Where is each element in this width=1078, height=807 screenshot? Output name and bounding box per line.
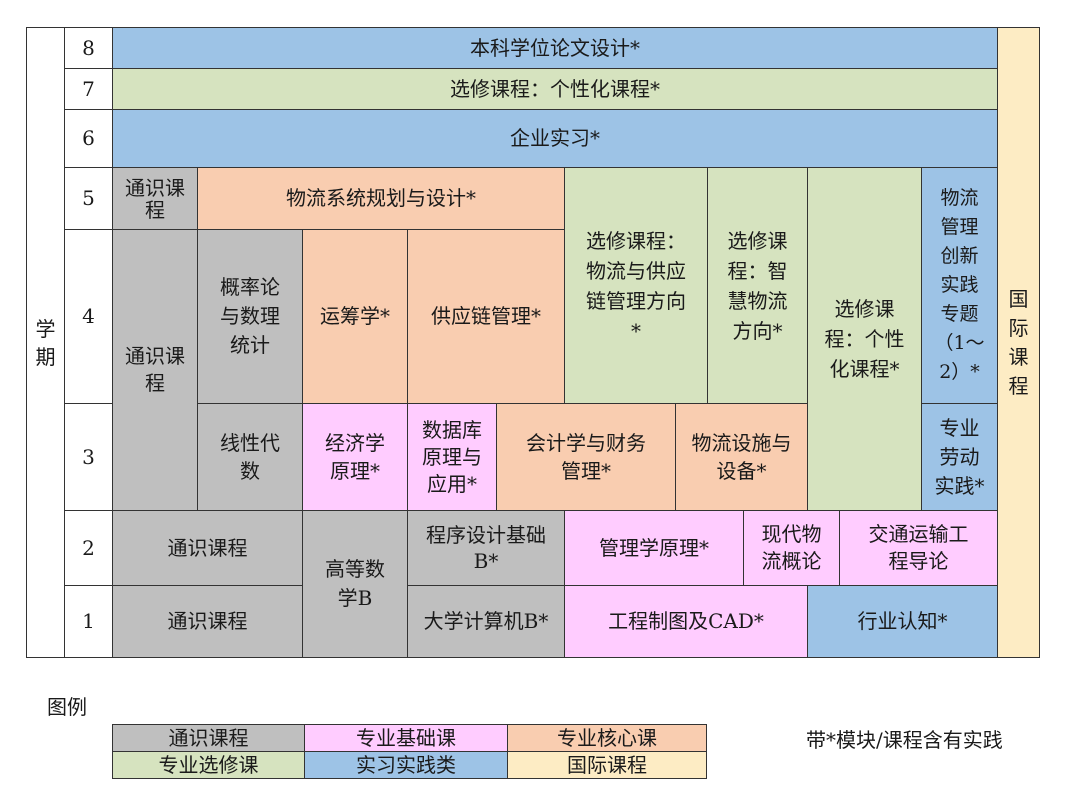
thesis-cell: 本科学位论文设计*: [112, 27, 998, 69]
economics-cell: 经济学 原理*: [302, 403, 408, 511]
semester-8: 8: [64, 27, 113, 69]
general-course-sem1: 通识课程: [112, 585, 303, 658]
linear-algebra-cell: 线性代 数: [197, 403, 303, 511]
cad-cell: 工程制图及CAD*: [564, 585, 808, 658]
semester-2: 2: [64, 510, 113, 586]
legend-general: 通识课程: [112, 724, 305, 752]
elective-supply-chain: 选修课程： 物流与供应 链管理方向 *: [564, 167, 708, 404]
semester-5: 5: [64, 167, 113, 230]
accounting-cell: 会计学与财务 管理*: [496, 403, 676, 511]
labor-practice-cell: 专业 劳动 实践*: [921, 403, 998, 511]
internship-cell: 企业实习*: [112, 109, 998, 168]
semester-1: 1: [64, 585, 113, 658]
transport-cell: 交通运输工 程导论: [839, 510, 998, 586]
semester-7: 7: [64, 68, 113, 110]
logistics-planning-cell: 物流系统规划与设计*: [197, 167, 565, 230]
general-course-sem5: 通识课 程: [112, 167, 198, 230]
semester-4: 4: [64, 229, 113, 404]
international-courses: 国 际 课 程: [997, 27, 1040, 658]
legend-practice: 实习实践类: [304, 751, 508, 779]
probability-cell: 概率论 与数理 统计: [197, 229, 303, 404]
computer-cell: 大学计算机B*: [407, 585, 565, 658]
semester-3: 3: [64, 403, 113, 511]
programming-cell: 程序设计基础 B*: [407, 510, 565, 586]
calculus-cell: 高等数 学B: [302, 510, 408, 658]
practice-note: 带*模块/课程含有实践: [806, 728, 1003, 752]
industry-cognition-cell: 行业认知*: [807, 585, 998, 658]
elective-personal-row: 选修课程：个性化课程*: [112, 68, 998, 110]
semester-6: 6: [64, 109, 113, 168]
supply-chain-cell: 供应链管理*: [407, 229, 565, 404]
innovation-practice: 物流 管理 创新 实践 专题 （1～ 2）*: [921, 167, 998, 404]
legend-title: 图例: [47, 695, 87, 719]
elective-smart-logistics: 选修课 程：智 慧物流 方向*: [707, 167, 808, 404]
operations-research-cell: 运筹学*: [302, 229, 408, 404]
semester-header: 学 期: [26, 27, 65, 658]
legend-basic: 专业基础课: [304, 724, 508, 752]
elective-personalized: 选修课 程：个性 化课程*: [807, 167, 922, 511]
facilities-cell: 物流设施与 设备*: [675, 403, 808, 511]
modern-logistics-cell: 现代物 流概论: [743, 510, 840, 586]
management-cell: 管理学原理*: [564, 510, 744, 586]
general-course-sem2: 通识课程: [112, 510, 303, 586]
legend-core: 专业核心课: [507, 724, 707, 752]
legend-elective: 专业选修课: [112, 751, 305, 779]
general-course-sem34: 通识课 程: [112, 229, 198, 511]
legend-international: 国际课程: [507, 751, 707, 779]
database-cell: 数据库 原理与 应用*: [407, 403, 497, 511]
